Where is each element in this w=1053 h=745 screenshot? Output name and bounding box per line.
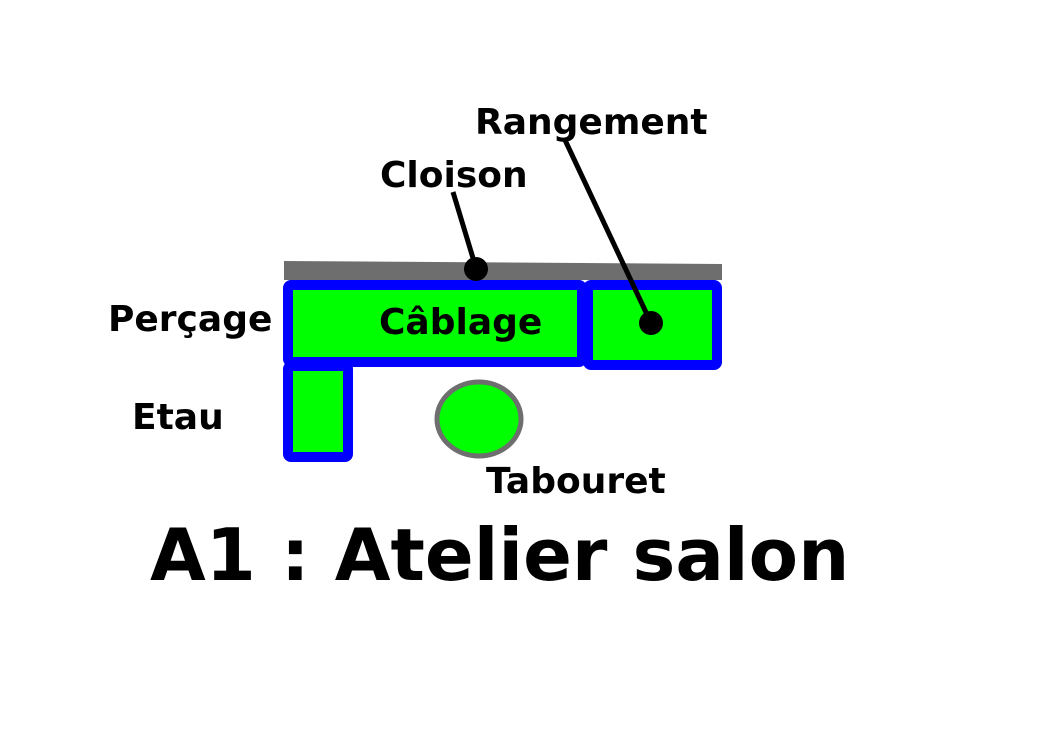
cablage-label: Câblage (379, 302, 542, 343)
rangement-leader-line (562, 138, 654, 325)
vise-block (283, 361, 353, 462)
rangement-label: Rangement (475, 102, 708, 143)
cloison-label: Cloison (380, 155, 528, 196)
partition-wall (284, 261, 722, 280)
cloison-leader-line (450, 191, 479, 269)
stool (434, 379, 524, 459)
etau-label: Etau (132, 397, 224, 438)
tabouret-label: Tabouret (486, 461, 666, 502)
rangement-marker-dot (639, 311, 663, 335)
cloison-marker-dot (464, 257, 488, 281)
diagram-title: A1 : Atelier salon (150, 513, 849, 597)
workbench-main (283, 280, 587, 367)
percage-label: Perçage (108, 299, 272, 340)
